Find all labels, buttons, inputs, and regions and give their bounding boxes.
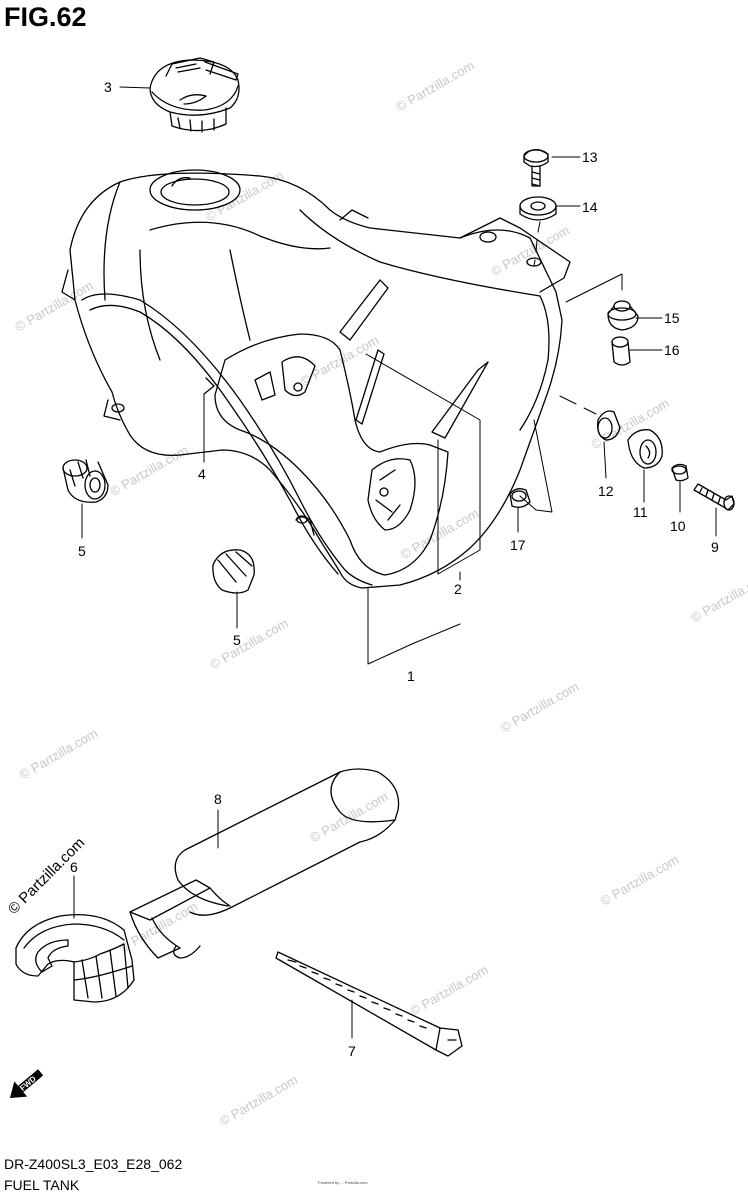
leader-lines (73, 86, 717, 1039)
collar-part-10 (671, 463, 689, 482)
model-code: DR-Z400SL3_E03_E28_062 (4, 1156, 183, 1172)
callout-10: 10 (670, 518, 686, 534)
watermark: © Partzilla.com (688, 569, 748, 626)
leader-line (565, 273, 623, 303)
callout-16: 16 (664, 342, 680, 358)
cushion-part-15 (607, 300, 639, 331)
washer-part-14 (519, 196, 557, 221)
callout-12: 12 (598, 483, 614, 499)
leader-line (367, 587, 461, 665)
callout-3: 3 (104, 79, 112, 95)
callout-9: 9 (711, 539, 719, 555)
callout-11: 11 (633, 504, 648, 520)
watermark: © Partzilla.com (393, 58, 476, 115)
watermark: © Partzilla.com (203, 168, 286, 225)
bolt-part-13 (523, 148, 549, 187)
watermark: © Partzilla.com (598, 852, 681, 909)
leader-line (119, 86, 151, 89)
forward-direction-badge: FWD (10, 1069, 44, 1098)
cushion-part-11 (627, 429, 663, 469)
section-title: FUEL TANK (4, 1177, 80, 1193)
callout-14: 14 (582, 199, 598, 215)
figure-title: FIG.62 (4, 2, 87, 32)
leader-line (559, 395, 597, 415)
grommet-part-17 (509, 488, 531, 508)
tube-part-8 (129, 768, 400, 959)
watermark: © Partzilla.com (217, 1072, 300, 1129)
callout-2: 2 (454, 581, 462, 597)
fuel-cap-part-3 (149, 57, 240, 133)
callout-1: 1 (407, 668, 415, 684)
callout-5: 5 (78, 543, 86, 559)
callout-labels: 3 13 14 15 16 12 11 10 9 17 4 5 5 2 1 8 … (70, 79, 719, 1059)
cushion-part-5-left (62, 459, 109, 503)
watermark: © Partzilla.com (17, 725, 100, 782)
callout-17: 17 (510, 537, 526, 553)
bolt-part-9 (693, 483, 735, 511)
callout-4: 4 (198, 466, 206, 482)
footer-note: Powered by ... Partzilla.com (318, 1180, 368, 1185)
leader-line (603, 441, 607, 479)
watermark-prominent: © Partzilla.com (5, 834, 88, 917)
watermark: © Partzilla.com (407, 962, 490, 1019)
fuel-tank-part-1 (61, 169, 571, 589)
watermark: © Partzilla.com (498, 679, 581, 736)
leader-line (365, 353, 481, 575)
leader-line (519, 419, 553, 513)
callout-5: 5 (233, 632, 241, 648)
watermark: © Partzilla.com (398, 505, 481, 562)
callout-8: 8 (214, 791, 222, 807)
watermark: © Partzilla.com (307, 789, 390, 846)
leader-line (533, 221, 541, 267)
cushion-part-6 (15, 913, 135, 1003)
callout-6: 6 (70, 859, 78, 875)
watermark: © Partzilla.com (488, 222, 571, 279)
watermark: © Partzilla.com (588, 395, 671, 452)
cushion-part-12 (597, 410, 621, 441)
spacer-part-16 (611, 336, 631, 366)
trim-strip-part-4 (81, 293, 373, 586)
watermark: © Partzilla.com (117, 899, 200, 956)
decal-part-2 (339, 279, 489, 439)
callout-13: 13 (582, 149, 598, 165)
watermark: © Partzilla.com (207, 615, 290, 672)
cushion-part-5-center (212, 549, 255, 594)
callout-15: 15 (664, 310, 680, 326)
callout-7: 7 (348, 1043, 356, 1059)
cable-tie-part-7 (275, 951, 463, 1057)
